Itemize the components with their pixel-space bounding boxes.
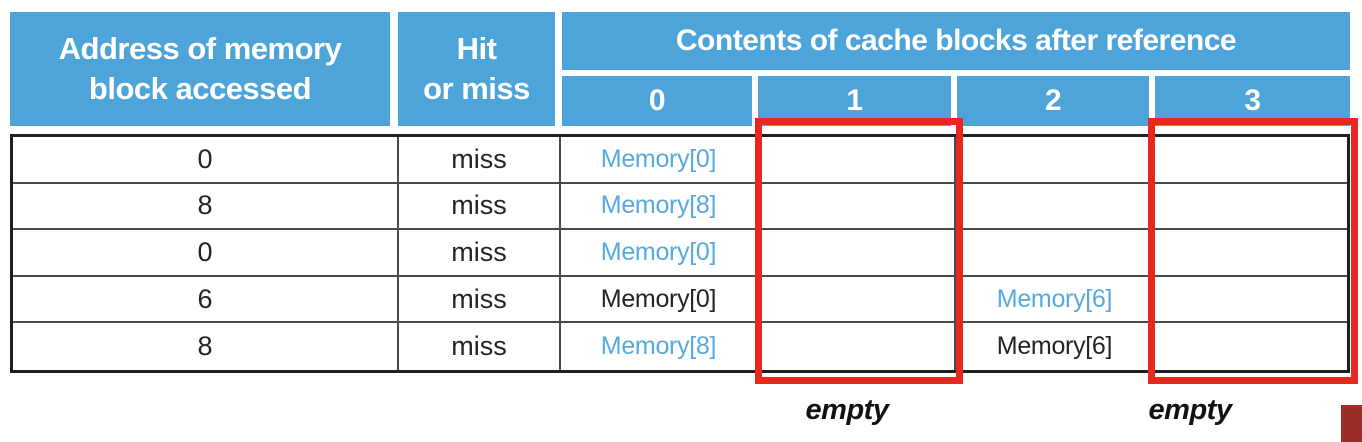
block-cell — [758, 276, 956, 324]
empty-annotation-column-1: empty — [805, 394, 889, 426]
block-cell: Memory[0] — [561, 137, 758, 184]
empty-annotation-column-3: empty — [1148, 394, 1232, 426]
hit-miss-cell: miss — [399, 137, 561, 184]
header-block-column-2: 2 — [957, 76, 1149, 126]
address-cell: 8 — [13, 323, 399, 370]
block-cell — [956, 137, 1155, 184]
slide-corner-decoration — [1341, 405, 1362, 442]
block-cell — [1155, 184, 1347, 231]
block-cell — [758, 183, 956, 231]
block-cell: Memory[0] — [561, 276, 758, 324]
highlight-box-column-1 — [755, 118, 963, 384]
hit-miss-cell: miss — [399, 276, 561, 324]
header-contents-of-cache-blocks: Contents of cache blocks after reference — [562, 12, 1350, 70]
block-cell: Memory[6] — [956, 276, 1155, 324]
block-cell — [1155, 230, 1347, 277]
header-block-column-3: 3 — [1155, 76, 1350, 126]
header-hit-or-miss: Hit or miss — [398, 12, 555, 126]
block-cell — [758, 137, 956, 184]
block-cell — [1155, 137, 1347, 184]
address-cell: 0 — [13, 137, 399, 184]
block-cell: Memory[6] — [956, 323, 1155, 370]
block-cell — [1155, 277, 1347, 324]
highlight-box-column-3 — [1148, 118, 1358, 384]
block-cell — [956, 183, 1155, 231]
header-block-column-0: 0 — [562, 76, 752, 126]
block-cell: Memory[8] — [561, 183, 758, 231]
header-address-of-memory-block: Address of memory block accessed — [10, 12, 390, 126]
block-cell: Memory[8] — [561, 323, 758, 370]
hit-miss-cell: miss — [399, 230, 561, 277]
block-cell — [956, 230, 1155, 277]
block-cell: Memory[0] — [561, 230, 758, 277]
address-cell: 6 — [13, 276, 399, 324]
header-block-column-1: 1 — [758, 76, 951, 126]
hit-miss-cell: miss — [399, 183, 561, 231]
address-cell: 8 — [13, 183, 399, 231]
hit-miss-cell: miss — [399, 323, 561, 370]
block-cell — [758, 230, 956, 277]
cache-table-body: 0 miss Memory[0] 8 miss Memory[8] 0 miss… — [10, 134, 1350, 373]
block-cell — [758, 323, 956, 370]
address-cell: 0 — [13, 230, 399, 277]
